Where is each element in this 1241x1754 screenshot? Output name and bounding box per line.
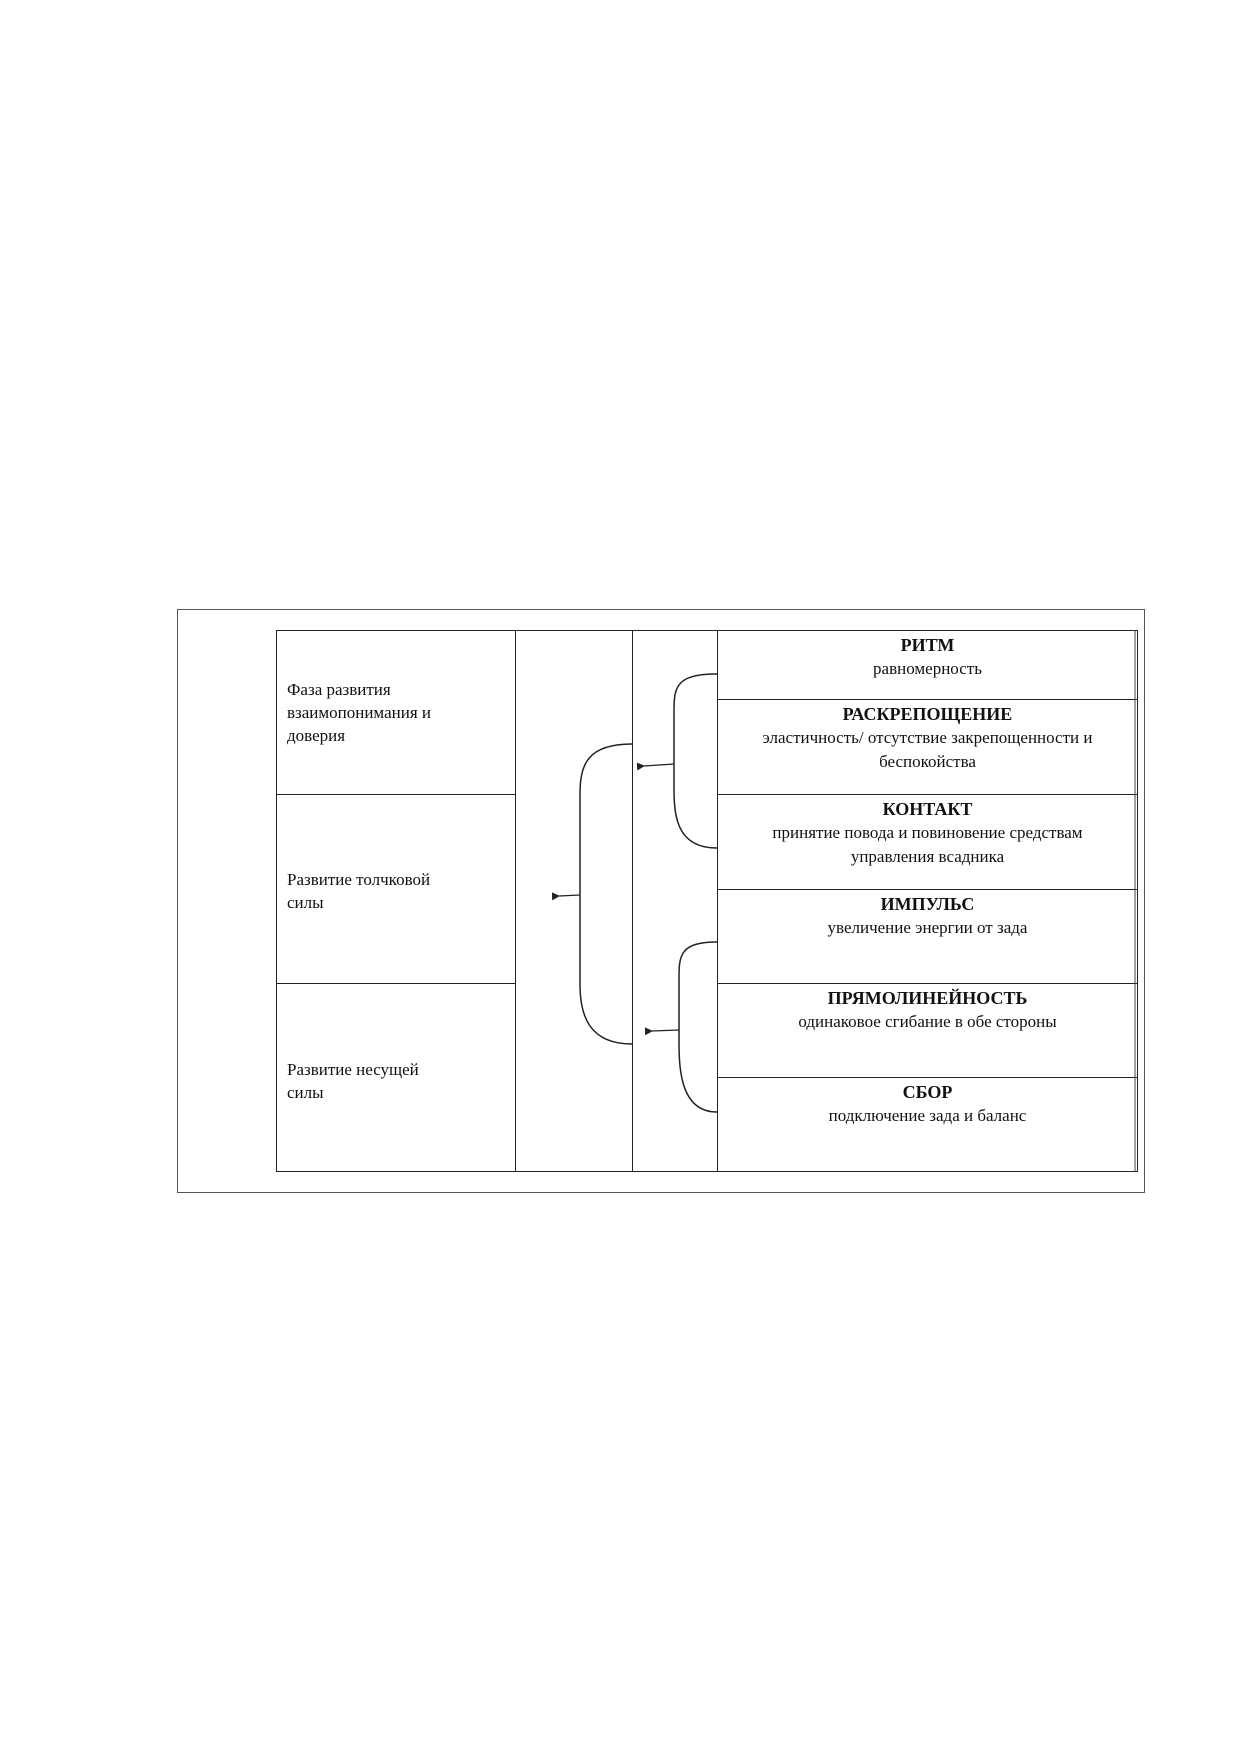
phase-text-line: силы (287, 1083, 324, 1102)
stage-description: одинаковое сгибание в обе стороны (798, 1012, 1057, 1031)
stage-title: ИМПУЛЬС (880, 894, 975, 914)
diagram-frame (177, 609, 1145, 1193)
bracket-middle (579, 743, 633, 1045)
stage-box-suppleness: РАСКРЕПОЩЕНИЕ эластичность/ отсутствие з… (717, 699, 1138, 795)
arrow-upper (636, 762, 675, 771)
stage-title: РИТМ (900, 635, 955, 655)
arrow-middle (551, 892, 581, 901)
arrow-lower (644, 1027, 680, 1036)
stage-description: управления всадника (850, 847, 1005, 866)
phase-text-line: доверия (287, 726, 346, 745)
phase-text-line: Фаза развития (287, 680, 391, 699)
stage-description: эластичность/ отсутствие закрепощенности… (762, 728, 1093, 747)
stage-description: подключение зада и баланс (828, 1106, 1027, 1125)
stage-description: принятие повода и повиновение средствам (772, 823, 1083, 842)
phase-text-line: силы (287, 893, 324, 912)
stage-title: РАСКРЕПОЩЕНИЕ (842, 704, 1013, 724)
phase-text-line: взаимопонимания и (287, 703, 431, 722)
brackets-and-arrows (551, 630, 1136, 1172)
middle-column-divider (632, 630, 633, 1172)
stage-title: ПРЯМОЛИНЕЙНОСТЬ (827, 988, 1028, 1008)
middle-columns-frame (515, 630, 717, 1172)
stage-title: СБОР (902, 1082, 953, 1102)
stage-description: беспокойства (879, 752, 976, 771)
training-scale-diagram: Фаза развития взаимопонимания и доверия … (276, 630, 1138, 1172)
phase-text-line: Развитие несущей (287, 1060, 419, 1079)
phase-text-line: Развитие толчковой (287, 870, 431, 889)
bracket-lower-right (678, 941, 718, 1113)
stage-description: равномерность (873, 659, 982, 678)
stage-description: увеличение энергии от зада (827, 918, 1028, 937)
middle-column-divider (515, 630, 516, 1172)
bracket-upper-right (673, 673, 718, 849)
stage-title: КОНТАКТ (882, 799, 973, 819)
stage-box-collection: СБОР подключение зада и баланс (717, 1077, 1138, 1172)
